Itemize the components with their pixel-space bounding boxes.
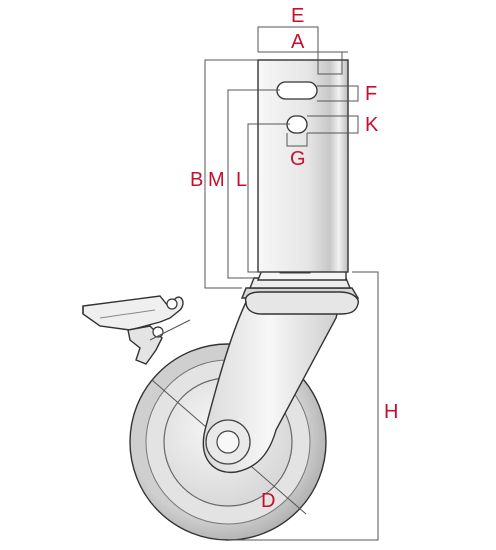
brake-pivot — [166, 298, 178, 310]
label-a: A — [291, 31, 305, 53]
dimension-g — [286, 133, 308, 147]
dimension-e — [257, 26, 343, 75]
dimension-k — [307, 115, 359, 134]
label-l: L — [236, 169, 247, 191]
brake-assembly — [82, 295, 191, 365]
label-f: F — [365, 83, 377, 105]
dimension-lines — [204, 26, 379, 541]
slot-f — [276, 81, 318, 100]
dimension-m — [227, 89, 280, 279]
label-h: H — [384, 401, 398, 423]
label-b: B — [190, 169, 203, 191]
dimension-labels: E A F K G B M L H D — [190, 5, 398, 512]
dimension-h — [228, 271, 379, 541]
mounting-plate — [257, 59, 349, 273]
dimension-b — [204, 59, 258, 289]
label-k: K — [365, 114, 379, 136]
label-m: M — [208, 169, 225, 191]
label-d: D — [261, 490, 275, 512]
swivel-base — [240, 267, 360, 315]
label-e: E — [291, 5, 304, 27]
dimension-f — [317, 85, 359, 102]
dimension-l — [247, 123, 290, 273]
label-g: G — [290, 148, 306, 170]
axle-inner — [216, 430, 240, 454]
